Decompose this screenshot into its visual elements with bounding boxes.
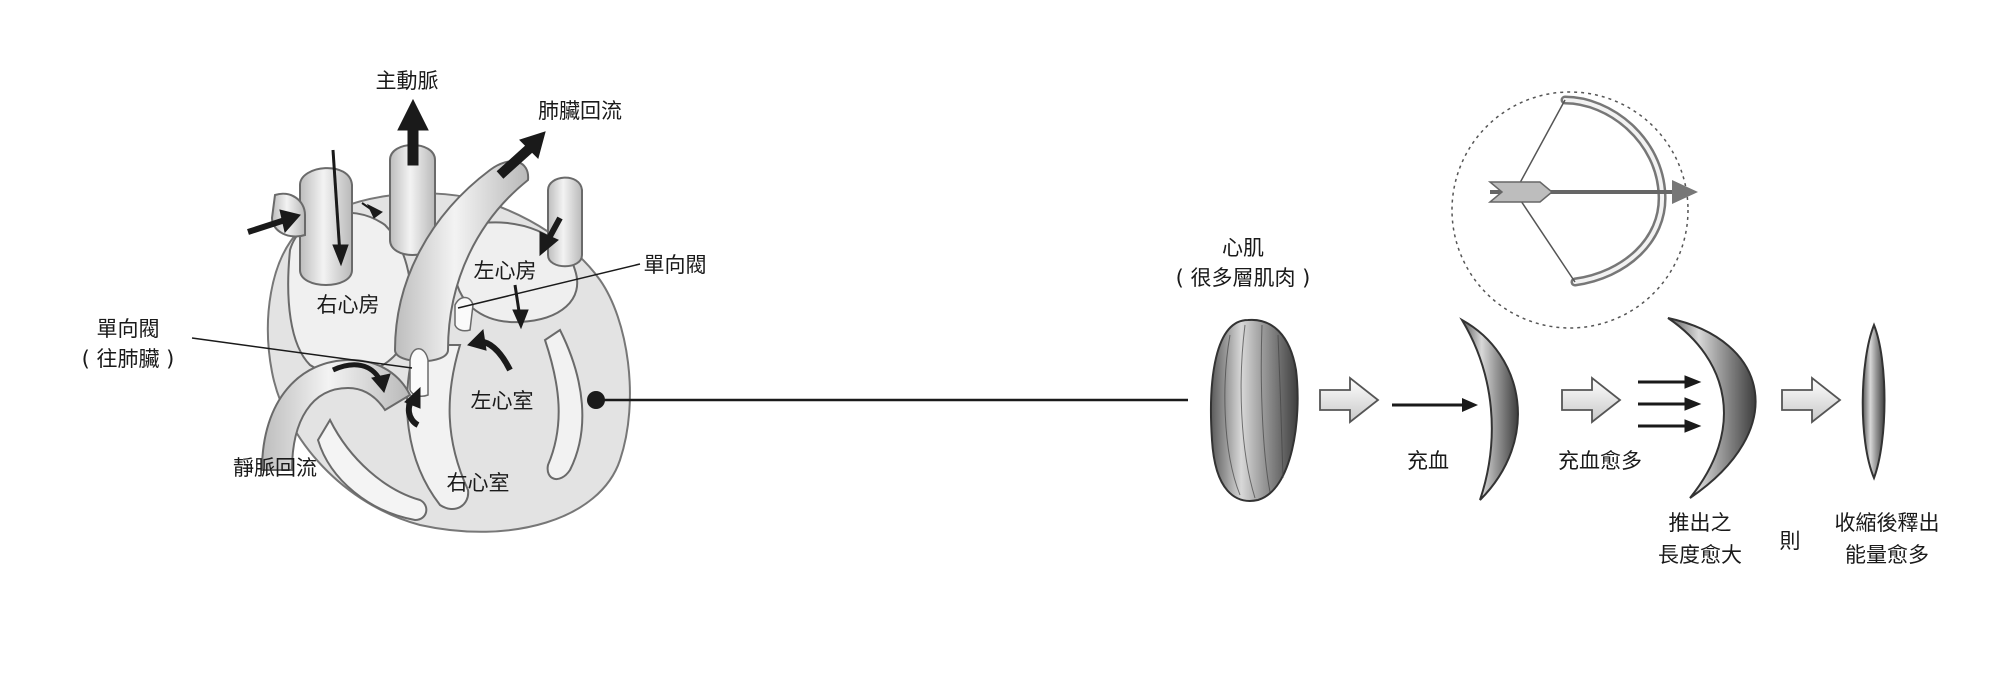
- label-fill-more: 充血愈多: [1558, 449, 1642, 473]
- heart-illustration: 主動脈 肺臟回流 右心房 左心房 單向閥 單向閥 ( 往肺臟 ) 左心室 右心室…: [82, 69, 1188, 533]
- leader-lines: [191, 263, 641, 369]
- label-release-line2: 能量愈多: [1845, 543, 1929, 567]
- label-fill: 充血: [1407, 449, 1449, 473]
- right-ventricle-wall: [316, 417, 428, 522]
- hollow-arrow-3: [1781, 376, 1842, 424]
- inferior-vena-cava: [260, 358, 412, 471]
- label-then: 則: [1780, 529, 1801, 553]
- label-valve-right: 單向閥: [644, 253, 707, 277]
- label-left-atrium: 左心房: [474, 259, 537, 283]
- mitral-valve-shape: [454, 296, 474, 332]
- pulmonary-valve-shape: [409, 348, 429, 397]
- bow-analogy: [1451, 91, 1698, 329]
- svc-down-arrow: [331, 149, 349, 267]
- fill-arrow: [1392, 398, 1478, 412]
- label-right-ventricle: 右心室: [447, 471, 510, 495]
- label-muscle-title-line2: ( 很多層肌肉 ): [1176, 266, 1311, 290]
- bow-string-top: [1514, 99, 1566, 193]
- pulmonary-vein: [547, 176, 583, 268]
- arrow-head: [1672, 180, 1698, 204]
- label-valve-left-line2: ( 往肺臟 ): [82, 347, 175, 371]
- label-venous-return: 靜脈回流: [233, 456, 317, 480]
- muscle-crescent-1: [1459, 317, 1519, 501]
- muscle-contracted: [1861, 322, 1886, 481]
- flow-arrows: [247, 98, 563, 428]
- muscle-sequence: 心肌 ( 很多層肌肉 ) 充血 充血愈多 推出: [1176, 236, 1940, 567]
- label-left-ventricle: 左心室: [471, 389, 534, 413]
- bow-string-bottom: [1514, 191, 1576, 283]
- muscle-relaxed: [1209, 318, 1299, 502]
- left-atrium-down-arrow: [512, 284, 529, 330]
- label-muscle-title-line1: 心肌: [1222, 236, 1264, 260]
- pulmonary-trunk: [393, 160, 530, 363]
- hollow-arrow-2: [1561, 376, 1622, 424]
- pulmonary-vein-arrow: [539, 216, 563, 257]
- leader-valve-right: [457, 263, 641, 309]
- label-pulmonary-return: 肺臟回流: [538, 99, 622, 123]
- label-valve-left-line1: 單向閥: [97, 317, 160, 341]
- label-release-line1: 收縮後釋出: [1835, 511, 1940, 535]
- superior-vena-cava: [299, 167, 353, 286]
- left-inflow-arrow: [247, 209, 301, 235]
- aorta-flow-arrow: [397, 98, 429, 166]
- arrow-fletching: [1487, 181, 1554, 203]
- leader-valve-left: [191, 337, 413, 369]
- label-push-line2: 長度愈大: [1658, 543, 1742, 567]
- bow-circle: [1451, 91, 1689, 329]
- left-ventricle-wall: [543, 328, 584, 480]
- label-aorta: 主動脈: [376, 69, 439, 93]
- hollow-arrow-1: [1319, 376, 1380, 424]
- heart-to-muscle-connector: [587, 391, 1188, 409]
- push-arrows: [1638, 375, 1702, 433]
- label-push-line1: 推出之: [1669, 511, 1732, 535]
- label-right-atrium: 右心房: [317, 293, 380, 317]
- pulmonary-outflow-arrow: [496, 131, 546, 179]
- muscle-crescent-2: [1667, 317, 1757, 499]
